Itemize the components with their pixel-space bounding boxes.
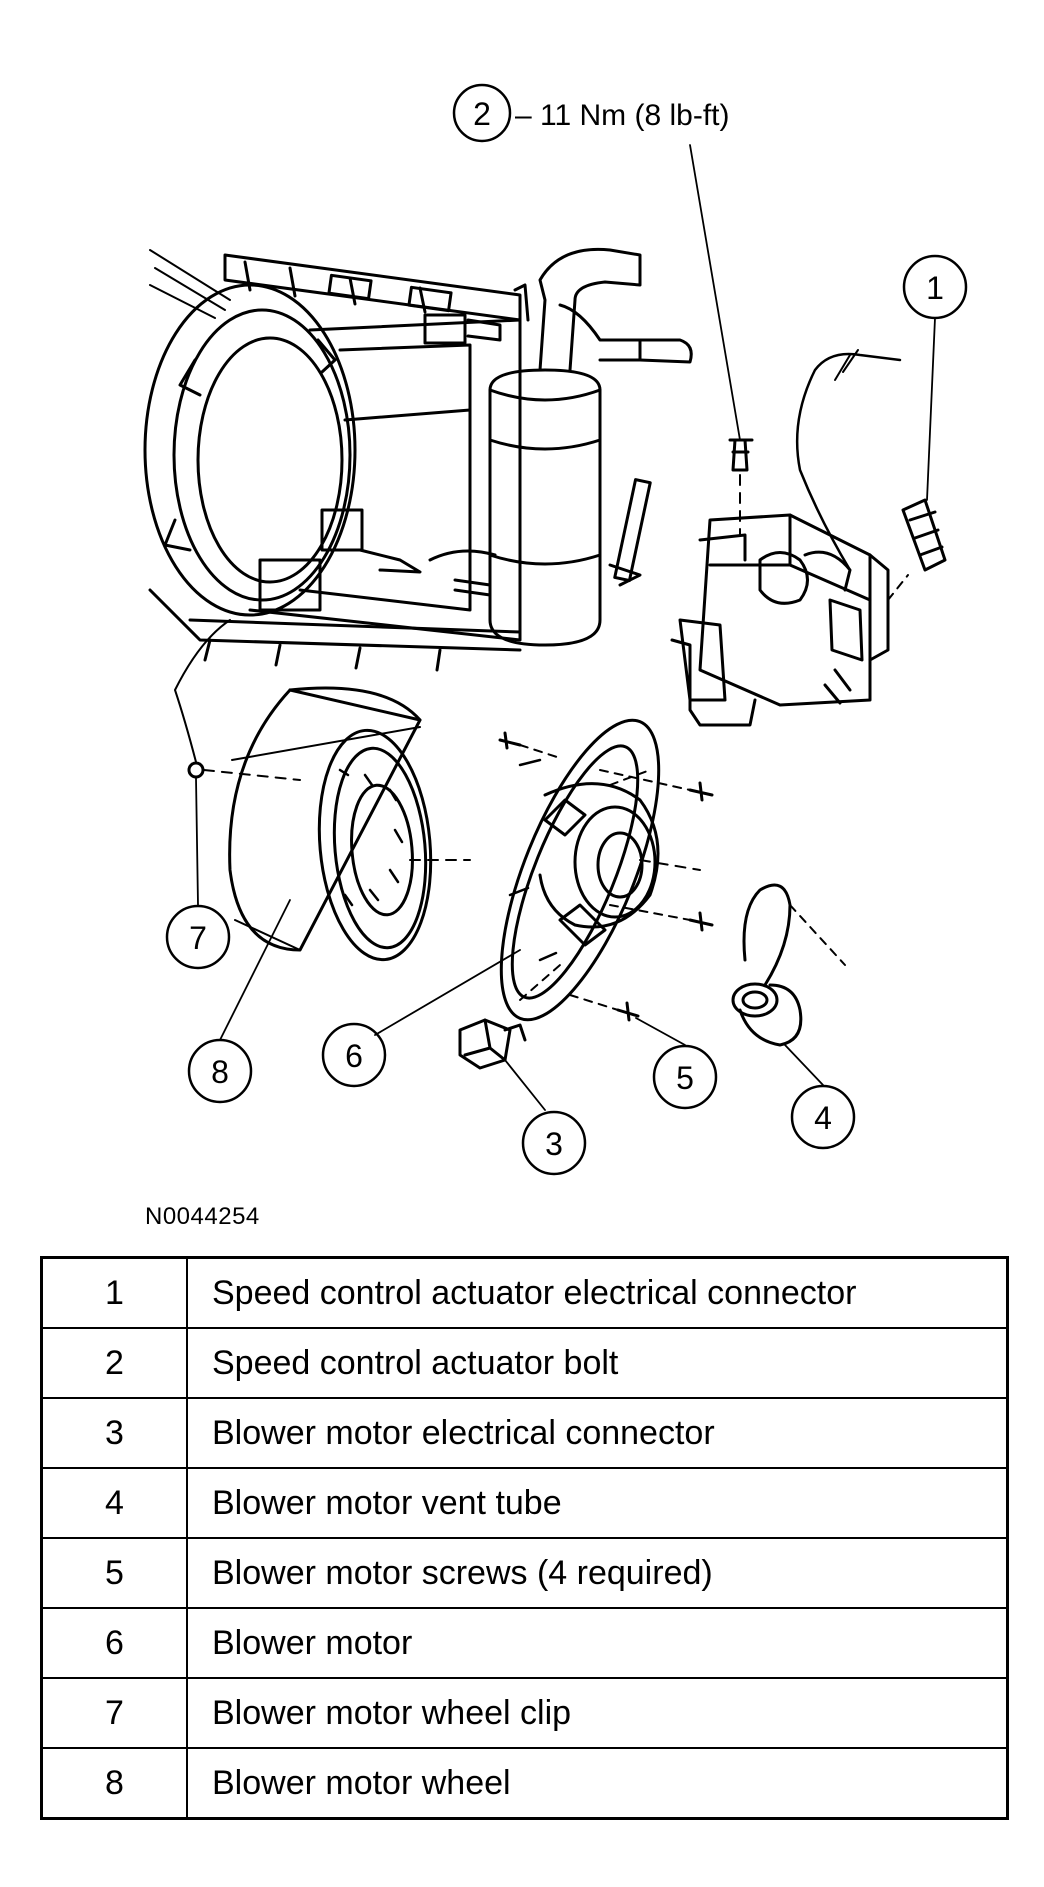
table-row: 6 Blower motor <box>40 1607 1009 1679</box>
legend-number: 6 <box>40 1607 188 1679</box>
table-row: 3 Blower motor electrical connector <box>40 1397 1009 1469</box>
legend-number: 5 <box>40 1537 188 1609</box>
table-row: 1 Speed control actuator electrical conn… <box>40 1256 1009 1329</box>
callout-5-number: 5 <box>676 1060 694 1096</box>
legend-number: 3 <box>40 1397 188 1469</box>
callout-1-number: 1 <box>926 270 944 306</box>
callout-circles <box>165 83 968 1176</box>
speed-control-actuator <box>670 349 902 727</box>
legend-number: 4 <box>40 1467 188 1539</box>
blower-motor-vent-tube <box>731 883 846 1047</box>
blower-motor-connector <box>458 964 561 1070</box>
table-row: 8 Blower motor wheel <box>40 1747 1009 1820</box>
blower-motor-wheel <box>228 686 433 962</box>
legend-description: Speed control actuator bolt <box>186 1327 1009 1399</box>
callout-3-number: 3 <box>545 1126 563 1162</box>
legend-description: Speed control actuator electrical connec… <box>186 1256 1009 1329</box>
figure-id: N0044254 <box>145 1203 260 1230</box>
leader-lines <box>195 144 936 1111</box>
parts-legend-table: 1 Speed control actuator electrical conn… <box>40 1256 1009 1820</box>
legend-number: 7 <box>40 1677 188 1749</box>
legend-description: Blower motor wheel clip <box>186 1677 1009 1749</box>
callout-7-number: 7 <box>189 920 207 956</box>
exploded-view-diagram: 2 1 7 8 6 3 5 4 – 11 Nm (8 lb-ft) <box>143 83 968 1176</box>
callout-4-number: 4 <box>814 1100 832 1136</box>
legend-description: Blower motor wheel <box>186 1747 1009 1820</box>
callout-2-number: 2 <box>473 96 491 132</box>
table-row: 7 Blower motor wheel clip <box>40 1677 1009 1749</box>
legend-description: Blower motor <box>186 1607 1009 1679</box>
table-row: 4 Blower motor vent tube <box>40 1467 1009 1539</box>
legend-number: 1 <box>40 1256 188 1329</box>
table-row: 2 Speed control actuator bolt <box>40 1327 1009 1399</box>
legend-description: Blower motor vent tube <box>186 1467 1009 1539</box>
actuator-connector <box>887 498 947 601</box>
blower-housing <box>143 249 522 672</box>
table-row: 5 Blower motor screws (4 required) <box>40 1537 1009 1609</box>
wheel-clip <box>174 619 301 781</box>
callout-6-number: 6 <box>345 1038 363 1074</box>
legend-description: Blower motor electrical connector <box>186 1397 1009 1469</box>
legend-number: 8 <box>40 1747 188 1820</box>
accumulator-canister <box>428 247 693 647</box>
blower-motor-screws <box>498 731 714 1022</box>
legend-number: 2 <box>40 1327 188 1399</box>
legend-description: Blower motor screws (4 required) <box>186 1537 1009 1609</box>
callout-8-number: 8 <box>211 1054 229 1090</box>
torque-spec-label: – 11 Nm (8 lb-ft) <box>515 99 730 132</box>
